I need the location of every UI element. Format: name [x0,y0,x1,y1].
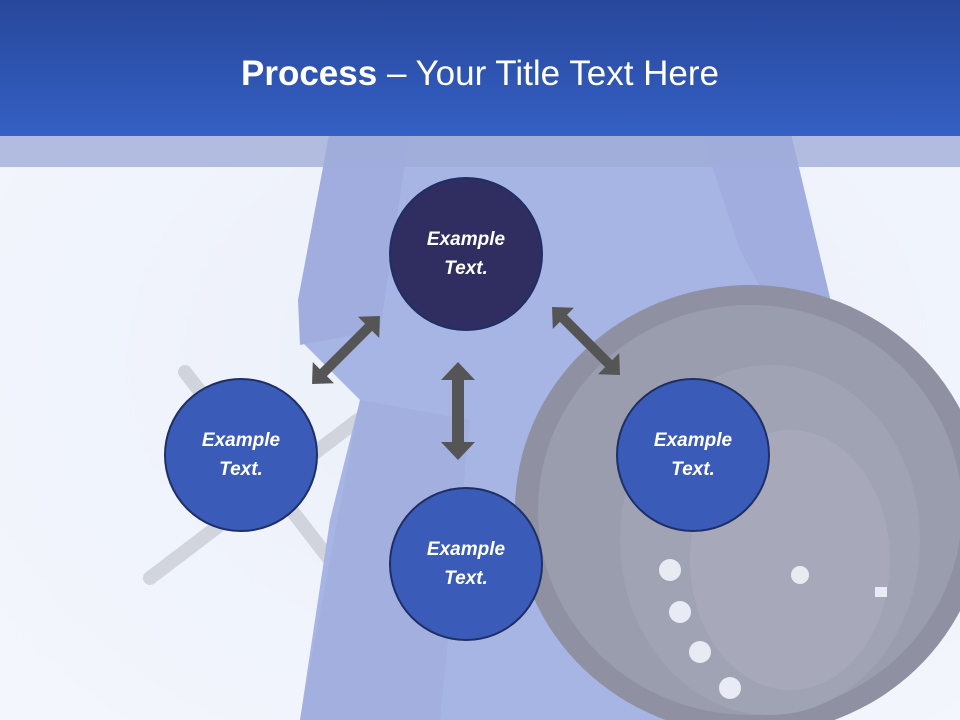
slide-title[interactable]: Process – Your Title Text Here [0,52,960,96]
process-node-left[interactable]: Example Text. [164,378,318,532]
node-label: Example Text. [201,430,281,480]
node-label: Example Text. [426,539,506,589]
title-rest-text: – Your Title Text Here [377,54,719,93]
node-label: Example Text. [653,430,733,480]
node-label: Example Text. [426,229,506,279]
left-diagonal-double-arrow [312,316,380,384]
right-diagonal-double-arrow [552,307,620,375]
title-bold-text: Process [241,54,378,93]
process-node-right[interactable]: Example Text. [616,378,770,532]
vertical-double-arrow [441,362,475,460]
process-node-top[interactable]: Example Text. [389,177,543,331]
header-bar [0,0,960,136]
process-node-bottom[interactable]: Example Text. [389,487,543,641]
header-strip [0,136,960,167]
